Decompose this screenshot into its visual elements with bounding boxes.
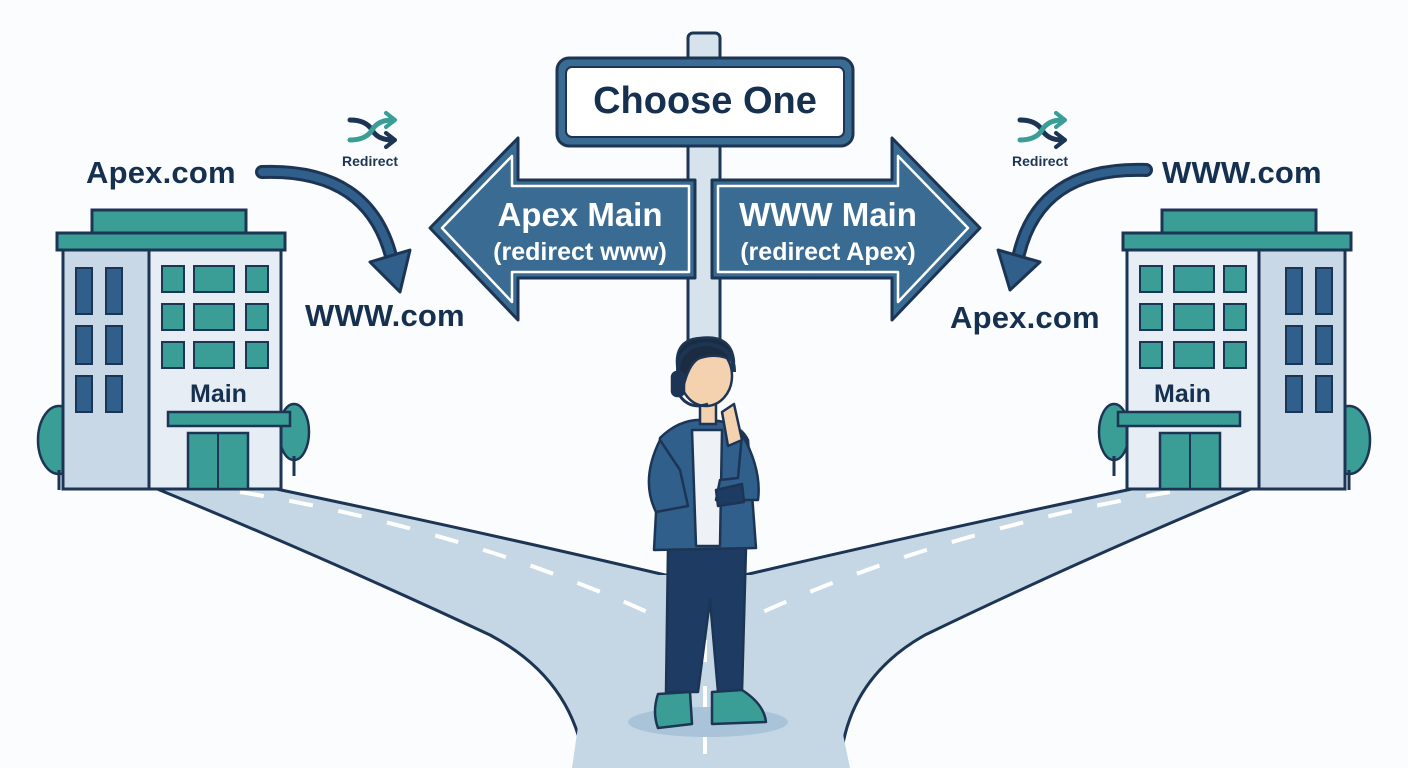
right-arrow-sign-inner xyxy=(716,154,970,304)
choose-one-title: Choose One xyxy=(593,80,817,122)
left-redirect-arrowhead xyxy=(368,248,412,294)
left-building xyxy=(36,208,311,491)
shuffle-icon-right xyxy=(1017,111,1067,149)
right-from-domain: WWW.com xyxy=(1162,155,1322,190)
right-arrow-sign xyxy=(710,136,982,322)
right-redirect-arrowhead xyxy=(996,248,1042,292)
left-road-branch xyxy=(148,484,722,768)
shuffle-icon-left xyxy=(347,111,397,149)
right-building xyxy=(1097,208,1372,491)
title-sign-inner xyxy=(565,66,845,138)
left-arrow-sub-label: (redirect www) xyxy=(493,238,667,266)
left-road-dashes xyxy=(239,490,666,622)
right-redirect-arrow xyxy=(996,162,1153,292)
right-road-dashes xyxy=(744,490,1171,622)
left-from-domain: Apex.com xyxy=(86,155,236,190)
right-redirect-label: Redirect xyxy=(1012,153,1069,169)
right-arrow-sub-label: (redirect Apex) xyxy=(740,238,916,266)
thinking-person xyxy=(628,336,788,737)
left-arrow-sign xyxy=(428,136,697,322)
right-to-domain: Apex.com xyxy=(950,300,1100,335)
left-building-label: Main xyxy=(190,380,247,408)
sign-post xyxy=(428,31,982,365)
left-redirect-arrow xyxy=(255,164,412,294)
left-arrow-sign-inner xyxy=(440,154,691,304)
right-building-label: Main xyxy=(1154,380,1211,408)
right-arrow-main-label: WWW Main xyxy=(739,196,917,233)
left-to-domain: WWW.com xyxy=(305,298,465,333)
left-arrow-main-label: Apex Main xyxy=(497,196,663,233)
left-redirect-label: Redirect xyxy=(342,153,399,169)
